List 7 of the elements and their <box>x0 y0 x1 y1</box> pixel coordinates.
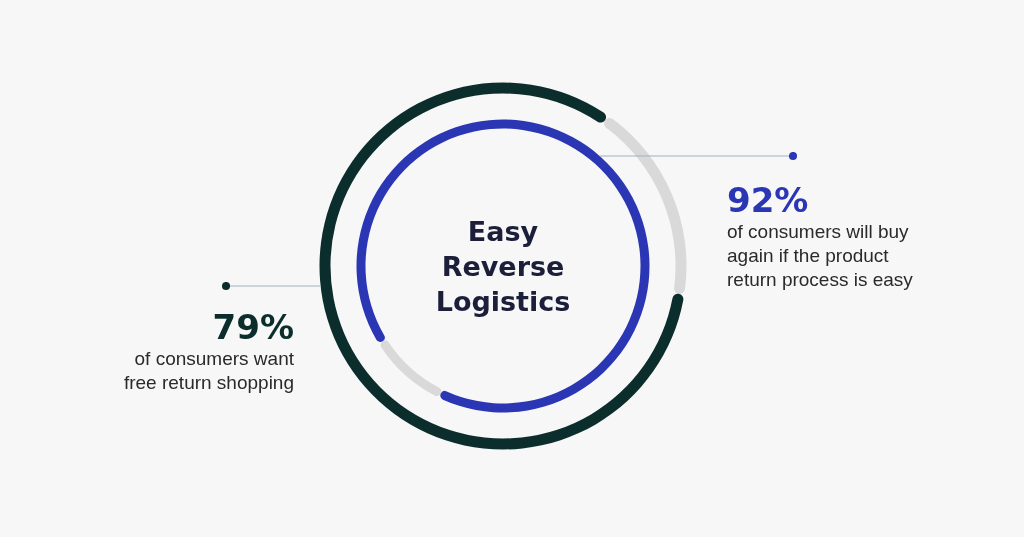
stat-description: of consumers will buy again if the product return process is easy <box>727 220 914 292</box>
leader-line <box>599 151 798 161</box>
center-title: Easy Reverse Logistics <box>434 214 572 319</box>
stat-value: 92% <box>727 180 810 220</box>
leader-line <box>221 281 322 291</box>
stat-description: of consumers want free return shopping <box>122 347 294 395</box>
stat-value: 79% <box>211 307 294 347</box>
